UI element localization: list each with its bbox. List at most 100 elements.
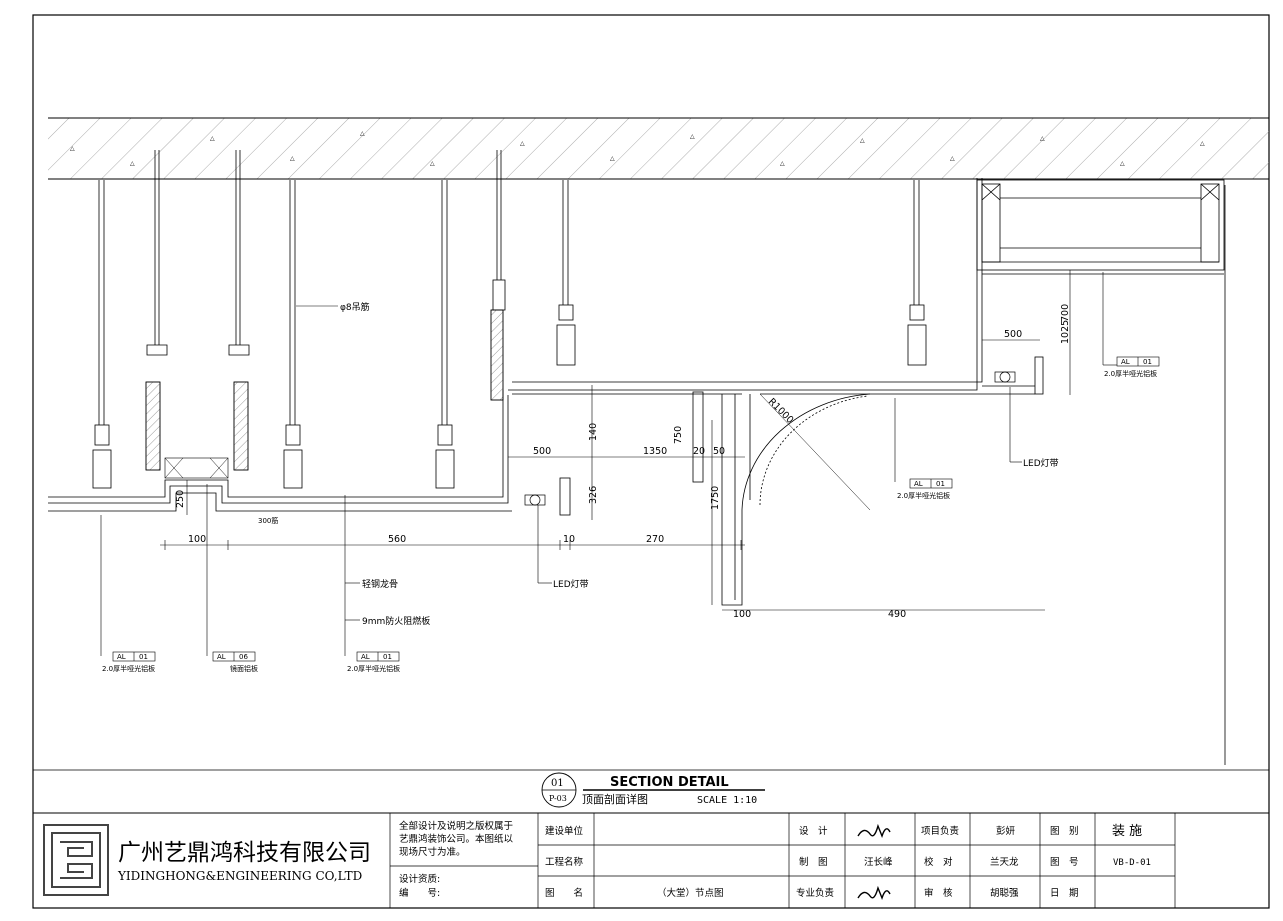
qualification-label: 设计资质: [399,873,440,885]
svg-text:△: △ [1040,135,1045,142]
dim-20: 20 [693,446,705,457]
pm-label: 项目负责 [921,825,959,837]
svg-text:△: △ [210,135,215,142]
section-title-cn: 顶面剖面详图 [582,792,648,806]
svg-text:AL: AL [914,480,923,488]
svg-text:△: △ [780,160,785,167]
curved-bulkhead [559,356,1044,606]
svg-text:△: △ [950,155,955,162]
svg-text:2.0厚半哑光铝板: 2.0厚半哑光铝板 [347,664,400,673]
section-scale: SCALE 1:10 [697,795,757,806]
dim-700: 700 [1060,304,1071,322]
num-value: VB-D-01 [1113,858,1151,868]
company-name-cn: 广州艺鼎鸿科技有限公司 [118,840,371,866]
material-tag: AL 01 2.0厚半哑光铝板 [897,478,953,500]
review-value: 胡聪强 [990,887,1019,899]
svg-text:2.0厚半哑光铝板: 2.0厚半哑光铝板 [897,491,950,500]
svg-text:△: △ [520,140,525,147]
svg-text:△: △ [1200,140,1205,147]
signature-marks [857,823,891,901]
svg-text:06: 06 [239,653,248,661]
drawing-name-label: 图 名 [545,887,583,899]
number-label: 编 号: [399,887,440,899]
dim-250: 250 [175,490,186,508]
dim-326: 326 [588,486,599,504]
material-tag: AL 01 2.0厚半哑光铝板 [347,651,400,673]
fire-board-label: 9mm防火阻燃板 [362,615,430,627]
dim-1350: 1350 [643,446,667,457]
svg-text:△: △ [360,130,365,137]
project-label: 工程名称 [545,856,584,868]
pm-value: 彭妍 [996,825,1016,837]
section-title: 01 P-03 SECTION DETAIL 顶面剖面详图 SCALE 1:10 [541,772,765,808]
svg-text:△: △ [70,145,75,152]
type-label: 图 别 [1050,826,1079,837]
dim-140: 140 [588,423,599,441]
dim-50: 50 [713,446,725,457]
dimension-lines [160,270,1071,611]
copyright-line-1: 全部设计及说明之版权属于 [399,820,513,832]
light-steel-keel-label: 轻钢龙骨 [362,578,398,590]
hanger-rod-label: φ8吊筋 [340,301,370,313]
title-block [389,813,1176,908]
check-label: 校 对 [924,856,953,868]
svg-text:△: △ [1120,160,1125,167]
review-label: 审 核 [924,887,953,899]
dim-500b: 500 [1004,329,1022,340]
section-title-en: SECTION DETAIL [610,775,729,790]
drawing-name-value: （大堂）节点图 [657,887,724,899]
dim-1025: 1025 [1060,320,1071,344]
dim-1750: 1750 [710,486,721,510]
svg-text:△: △ [130,160,135,167]
svg-text:2.0厚半哑光铝板: 2.0厚半哑光铝板 [102,664,155,673]
svg-text:△: △ [860,137,865,144]
concrete-slab: △ △ △ △ △ △ △ △ △ △ △ △ △ △ △ [48,117,1269,180]
dim-100b: 100 [733,609,751,620]
dim-490: 490 [888,609,906,620]
dim-560: 560 [388,534,406,545]
svg-text:△: △ [290,155,295,162]
svg-text:2.0厚半哑光铝板: 2.0厚半哑光铝板 [1104,369,1157,378]
ceiling-profile [48,178,1035,512]
dim-750: 750 [673,426,684,444]
svg-text:01: 01 [383,653,392,661]
lead-label: 专业负责 [796,887,834,899]
leaders [100,272,1117,656]
date-label: 日 期 [1050,888,1079,899]
dim-500a: 500 [533,446,551,457]
hanger-rods [92,150,927,489]
design-label: 设 计 [799,825,828,837]
sheet-border [32,14,1270,909]
section-sheet: P-03 [549,794,567,803]
company-name-en: YIDINGHONG&ENGINEERING CO,LTD [117,869,362,883]
draw-label: 制 图 [799,856,828,868]
material-tag: AL 06 镜面铝板 [212,651,258,673]
type-value: 装 施 [1112,824,1142,839]
small-callout: 300筋 [258,516,278,525]
svg-text:△: △ [690,133,695,140]
draw-value: 汪长峰 [864,856,893,868]
svg-text:01: 01 [1143,358,1152,366]
board-blocks [145,309,504,479]
material-tag: AL 01 2.0厚半哑光铝板 [1104,356,1160,378]
svg-text:AL: AL [1121,358,1130,366]
svg-text:AL: AL [361,653,370,661]
led-fixtures [524,371,1016,506]
check-value: 兰天龙 [990,856,1019,868]
material-tag: AL 01 2.0厚半哑光铝板 [102,651,156,673]
copyright-line-2: 艺鼎鸿装饰公司。本图纸以 [399,833,514,845]
led-strip-label-right: LED灯带 [1023,458,1059,469]
dim-100a: 100 [188,534,206,545]
material-tags: AL 01 2.0厚半哑光铝板 AL 06 镜面铝板 AL 01 2.0厚半哑光… [102,356,1160,673]
svg-text:镜面铝板: 镜面铝板 [230,664,258,673]
dimension-texts: 250 100 560 10 270 500 140 326 1350 750 … [175,304,1071,620]
section-number: 01 [551,778,564,789]
svg-text:01: 01 [139,653,148,661]
svg-text:△: △ [430,160,435,167]
num-label: 图 号 [1050,857,1079,868]
svg-text:AL: AL [117,653,126,661]
svg-text:△: △ [610,155,615,162]
led-strip-label-left: LED灯带 [553,579,589,590]
dim-10: 10 [563,534,575,545]
